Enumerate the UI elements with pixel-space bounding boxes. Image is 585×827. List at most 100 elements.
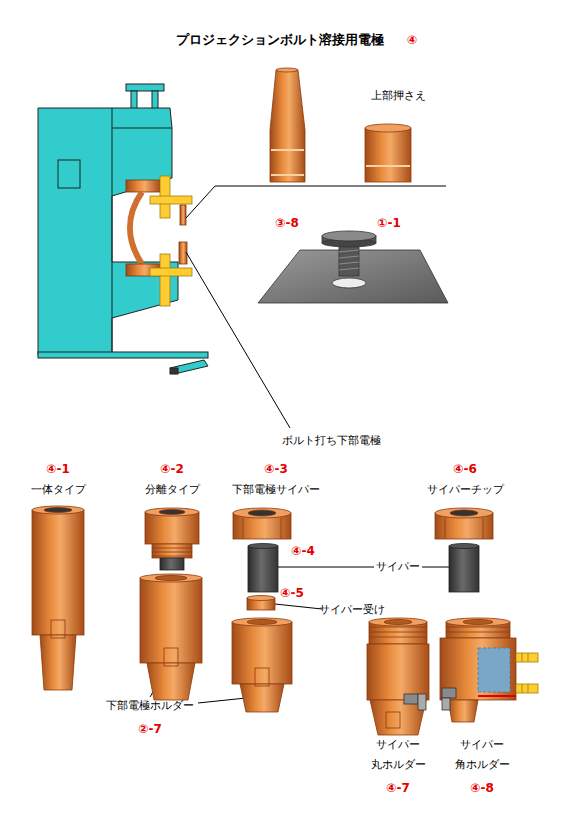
round-sleeve-holder	[386, 712, 400, 728]
part-name: サイパーチップ	[427, 483, 504, 497]
sleeve-tip	[445, 518, 446, 539]
electrode-sleeve-type	[232, 618, 292, 626]
part-name: 下部電極ホルダー	[106, 699, 194, 713]
square-sleeve-holder	[516, 653, 538, 662]
upper-press-electrode	[271, 174, 304, 176]
square-sleeve-holder	[522, 684, 523, 693]
part-name: サイパー受け	[319, 603, 385, 617]
welding-machine	[152, 91, 158, 109]
welding-machine	[112, 108, 113, 355]
round-sleeve-holder	[369, 627, 427, 628]
electrode-sleeve-type	[232, 622, 292, 684]
sleeve-tip	[450, 510, 478, 516]
electrode-sleeve-type	[243, 518, 244, 539]
round-sleeve-holder	[404, 694, 418, 704]
workpiece-with-bolt	[258, 231, 448, 303]
callout-number: ④-4	[291, 544, 315, 558]
electrode-separate	[155, 576, 187, 581]
square-sleeve-holder	[440, 638, 516, 700]
square-sleeve-holder	[446, 632, 510, 633]
callout-number: ④	[407, 33, 417, 47]
sleeve-tip	[483, 518, 484, 539]
electrode-sleeve-type	[233, 508, 291, 518]
square-sleeve-holder	[463, 620, 493, 625]
square-sleeve-holder	[522, 653, 523, 662]
round-sleeve-holder	[367, 644, 429, 700]
square-sleeve-holder	[446, 618, 510, 626]
leader-line	[275, 604, 322, 609]
electrode-sleeve-type	[255, 668, 269, 686]
upper-press-electrode	[365, 128, 411, 182]
workpiece-with-bolt	[322, 231, 376, 241]
sleeve-tip	[435, 508, 493, 518]
electrode-sleeve-type	[248, 546, 278, 592]
welding-machine	[126, 84, 164, 91]
electrode-separate	[160, 558, 184, 570]
upper-electrode-arm	[180, 205, 186, 225]
square-sleeve-holder	[442, 688, 456, 698]
part-name: 一体タイプ	[31, 483, 86, 497]
upper-press-electrode	[270, 68, 305, 182]
electrode-one-piece	[32, 506, 84, 690]
welding-machine	[58, 160, 80, 188]
part-name: サイパー 丸ホルダー	[358, 735, 438, 775]
round-sleeve-holder	[418, 694, 426, 710]
callout-number: ④-2	[160, 462, 184, 476]
upper-press-electrode	[276, 68, 298, 72]
electrode-sleeve-type	[240, 684, 284, 712]
part-name: 下部電極サイパー	[232, 483, 320, 497]
lower-electrode-arm	[179, 242, 187, 264]
callout-number: ④-8	[470, 781, 494, 795]
upper-electrode-arm	[150, 196, 192, 204]
sleeve-tip	[449, 546, 479, 592]
diagram-title: プロジェクションボルト溶接用電極	[176, 33, 384, 47]
callout-number: ④-6	[453, 462, 477, 476]
part-name: 上部押さえ	[371, 89, 426, 103]
electrode-separate	[145, 508, 199, 516]
square-sleeve-holder	[446, 627, 510, 628]
upper-press-electrode	[271, 149, 304, 151]
electrode-one-piece	[32, 506, 84, 514]
welding-machine	[170, 360, 208, 374]
square-sleeve-holder	[442, 698, 450, 710]
square-sleeve-holder	[528, 653, 529, 662]
square-sleeve-holder	[516, 684, 538, 693]
lower-electrode-arm	[126, 242, 192, 306]
electrode-separate	[152, 556, 192, 557]
welding-machine	[170, 368, 178, 374]
workpiece-with-bolt	[339, 250, 359, 252]
workpiece-with-bolt	[339, 244, 359, 276]
square-sleeve-holder	[478, 695, 516, 697]
upper-press-electrode	[366, 165, 410, 167]
upper-press-electrode	[365, 124, 411, 182]
part-name: ボルト打ち下部電極	[282, 434, 381, 448]
part-name: サイパー 角ホルダー	[442, 735, 522, 775]
leader-line	[278, 567, 374, 568]
electrode-one-piece	[32, 510, 84, 635]
part-name: サイパー	[376, 560, 420, 574]
electrode-separate	[159, 510, 185, 515]
welding-machine	[38, 108, 178, 355]
workpiece-with-bolt	[332, 278, 366, 288]
round-sleeve-holder	[369, 637, 427, 638]
callout-number: ②-7	[138, 722, 162, 736]
callout-number: ④-3	[264, 462, 288, 476]
callout-number: ③-8	[275, 216, 299, 230]
upper-press-electrode	[270, 70, 305, 182]
callout-number: ④-1	[46, 462, 70, 476]
electrode-separate	[140, 574, 202, 582]
callout-number: ①-1	[377, 216, 401, 230]
electrode-one-piece	[44, 508, 72, 513]
sleeve-tip	[435, 508, 493, 592]
round-sleeve-holder	[369, 618, 427, 626]
electrode-sleeve-type	[248, 510, 276, 516]
square-sleeve-holder	[448, 700, 478, 722]
electrode-sleeve-type	[281, 518, 282, 539]
electrode-sleeve-type	[232, 508, 292, 712]
electrode-sleeve-type	[247, 596, 275, 601]
electrode-separate	[152, 552, 192, 553]
lower-electrode-arm	[160, 254, 170, 306]
workpiece-with-bolt	[339, 256, 359, 258]
